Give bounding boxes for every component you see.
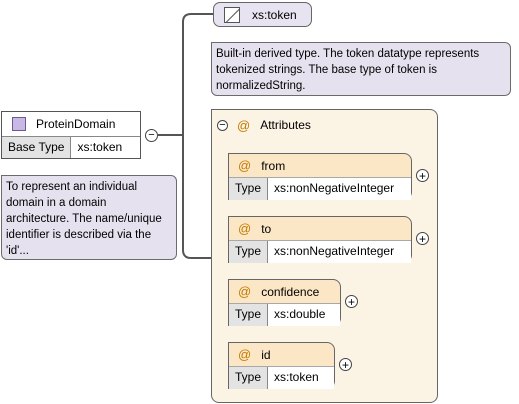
attribute-id-expand-icon[interactable]: +: [339, 358, 352, 371]
attribute-type-value: xs:double: [274, 307, 326, 321]
attribute-type-value: xs:token: [274, 370, 319, 384]
simple-type-xs-token[interactable]: xs:token: [213, 2, 312, 27]
attribute-from-expand-icon[interactable]: +: [416, 169, 429, 182]
attribute-type-label: Type: [229, 304, 269, 326]
attributes-group-label: Attributes: [260, 118, 311, 132]
attributes-group-header: − @ Attributes: [212, 110, 437, 140]
attribute-to-expand-icon[interactable]: +: [416, 232, 429, 245]
attribute-type-label: Type: [229, 178, 269, 200]
attribute-type-row: Type xs:double: [229, 303, 340, 326]
attribute-name: confidence: [261, 284, 320, 299]
base-type-value: xs:token: [77, 140, 123, 154]
base-type-label: Base Type: [2, 137, 72, 158]
element-icon: [12, 117, 26, 131]
connector-to-token: [182, 13, 214, 135]
attribute-type-label: Type: [229, 241, 269, 263]
element-collapse-icon[interactable]: −: [145, 129, 158, 142]
element-documentation: To represent an individual domain in a d…: [1, 175, 177, 260]
attribute-id[interactable]: @ id Type xs:token: [228, 342, 335, 389]
simple-type-name: xs:token: [252, 7, 297, 22]
attribute-name: from: [261, 158, 286, 173]
base-type-row: Base Type xs:token: [2, 137, 140, 158]
attribute-type-row: Type xs:token: [229, 366, 334, 389]
element-name: ProteinDomain: [36, 117, 116, 131]
attribute-type-value: xs:nonNegativeInteger: [274, 244, 395, 258]
attribute-type-label: Type: [229, 367, 269, 389]
attribute-at-icon: @: [238, 347, 252, 362]
attribute-to[interactable]: @ to Type xs:nonNegativeInteger: [228, 216, 412, 263]
attribute-type-row: Type xs:nonNegativeInteger: [229, 240, 411, 263]
attribute-confidence[interactable]: @ confidence Type xs:double: [228, 279, 341, 326]
attribute-confidence-expand-icon[interactable]: +: [345, 295, 358, 308]
attribute-header: @ confidence: [229, 280, 340, 303]
attribute-at-icon: @: [238, 158, 252, 173]
attribute-from[interactable]: @ from Type xs:nonNegativeInteger: [228, 153, 412, 200]
attribute-header: @ from: [229, 154, 411, 177]
attribute-name: to: [261, 221, 272, 236]
attribute-header: @ id: [229, 343, 334, 366]
attribute-type-row: Type xs:nonNegativeInteger: [229, 177, 411, 200]
attributes-at-icon: @: [237, 117, 251, 133]
attribute-at-icon: @: [238, 221, 252, 236]
element-protein-domain[interactable]: ProteinDomain Base Type xs:token: [1, 111, 141, 159]
attributes-collapse-icon[interactable]: −: [217, 119, 228, 131]
attribute-at-icon: @: [238, 284, 252, 299]
attribute-header: @ to: [229, 217, 411, 240]
simple-type-documentation: Built-in derived type. The token datatyp…: [211, 42, 511, 96]
connector-to-attributes: [182, 135, 213, 259]
attribute-name: id: [261, 347, 271, 362]
element-header: ProteinDomain: [2, 112, 140, 137]
attribute-type-value: xs:nonNegativeInteger: [274, 181, 395, 195]
simple-type-icon: [224, 6, 240, 23]
